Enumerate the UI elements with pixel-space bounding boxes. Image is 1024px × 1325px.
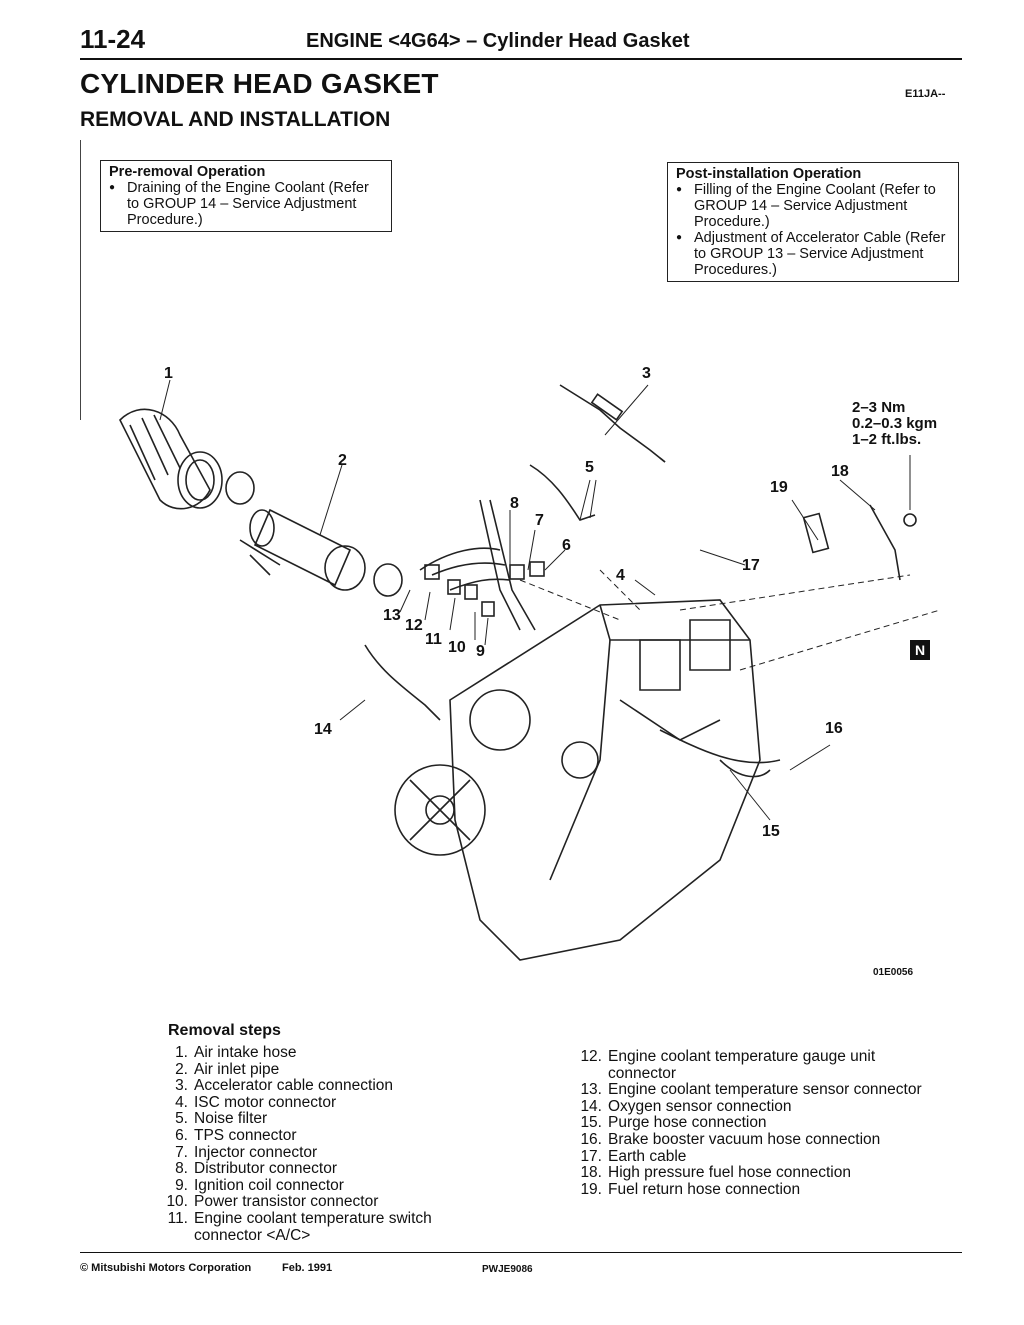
- callout-13: 13: [383, 607, 401, 624]
- accelerator-cable-drawing: [559, 384, 666, 463]
- list-item: 1.Air intake hose: [175, 1044, 297, 1061]
- list-item: 17.Earth cable: [580, 1147, 687, 1165]
- callout-2: 2: [338, 452, 347, 469]
- callout-1: 1: [164, 365, 173, 382]
- page-number: 11-24: [80, 24, 146, 54]
- list-item: 6.TPS connector: [175, 1126, 297, 1144]
- footer-date: Feb. 1991: [282, 1262, 333, 1274]
- callout-3: 3: [642, 365, 651, 382]
- callout-19: 19: [770, 479, 788, 496]
- figure-code: 01E0056: [873, 967, 914, 978]
- wiring-harness-drawing: [419, 499, 545, 631]
- callout-14: 14: [314, 721, 332, 738]
- list-item: 19.Fuel return hose connection: [580, 1180, 801, 1198]
- hose-clamp-drawing: [373, 563, 403, 597]
- removal-steps-right: 12.Engine coolant temperature gauge unit…: [578, 1048, 938, 1198]
- post-installation-item: Adjustment of Accelerator Cable (Refer t…: [676, 230, 950, 278]
- callout-16: 16: [825, 720, 843, 737]
- callout-5: 5: [585, 459, 594, 476]
- running-title: ENGINE <4G64> – Cylinder Head Gasket: [306, 30, 690, 52]
- pre-removal-heading: Pre-removal Operation: [109, 164, 266, 180]
- footer-copyright: © Mitsubishi Motors Corporation: [80, 1262, 252, 1274]
- post-installation-item: Filling of the Engine Coolant (Refer to …: [676, 182, 950, 230]
- callout-4: 4: [616, 567, 625, 584]
- callout-7: 7: [535, 512, 544, 529]
- list-item: 13.Engine coolant temperature sensor con…: [580, 1081, 922, 1099]
- callout-12: 12: [405, 617, 423, 634]
- list-item: 5.Noise filter: [175, 1110, 268, 1128]
- purge-hose-drawing: [659, 729, 781, 764]
- pre-removal-item: Draining of the Engine Coolant (Refer to…: [109, 180, 383, 228]
- engine-exploded-diagram: N 1 2 3 4 5 6 7 8 9 10 11 12 13 14 15 16…: [119, 365, 941, 961]
- list-item: 3.Accelerator cable connection: [175, 1077, 394, 1095]
- footer-code: PWJE9086: [482, 1264, 533, 1275]
- n-mark-box: [910, 640, 930, 660]
- callout-9: 9: [476, 643, 485, 660]
- section-code: E11JA--: [905, 88, 946, 100]
- torque-kgm: 0.2–0.3 kgm: [852, 415, 938, 432]
- fuel-hose-drawing: [869, 504, 901, 581]
- air-inlet-pipe-drawing: [239, 508, 366, 591]
- section-title: REMOVAL AND INSTALLATION: [80, 108, 391, 131]
- post-installation-heading: Post-installation Operation: [676, 166, 862, 182]
- margin-rule: [80, 140, 81, 420]
- engine-block-drawing: [394, 599, 761, 961]
- list-item: 9.Ignition coil connector: [175, 1176, 344, 1194]
- footer-rule: [80, 1252, 962, 1253]
- vacuum-hose-drawing: [719, 759, 771, 778]
- fuel-return-hose-drawing: [802, 512, 830, 554]
- torque-spec: 2–3 Nm 0.2–0.3 kgm 1–2 ft.lbs.: [852, 400, 937, 448]
- callout-8: 8: [510, 495, 519, 512]
- callout-18: 18: [831, 463, 849, 480]
- list-item: 8.Distributor connector: [175, 1160, 338, 1178]
- page-title: CYLINDER HEAD GASKET: [80, 68, 439, 99]
- list-item: 15.Purge hose connection: [580, 1114, 767, 1132]
- hose-clamp-drawing: [225, 471, 255, 505]
- torque-nm: 2–3 Nm: [852, 399, 906, 416]
- callout-11: 11: [425, 631, 442, 648]
- list-item: 7.Injector connector: [175, 1143, 318, 1161]
- callout-15: 15: [762, 823, 780, 840]
- removal-steps-left: 1.Air intake hose 2.Air inlet pipe 3.Acc…: [164, 1044, 484, 1244]
- list-item: 4.ISC motor connector: [175, 1093, 337, 1111]
- post-installation-box: Post-installation Operation Filling of t…: [667, 162, 959, 282]
- list-item: 14.Oxygen sensor connection: [580, 1097, 792, 1115]
- list-item: 11.Engine coolant temperature switch con…: [167, 1209, 432, 1244]
- n-mark: N: [915, 642, 925, 658]
- callout-10: 10: [448, 639, 466, 656]
- header-rule: [80, 58, 962, 60]
- torque-ftlbs: 1–2 ft.lbs.: [852, 431, 922, 448]
- pre-removal-box: Pre-removal Operation Draining of the En…: [100, 160, 392, 232]
- list-item: 16.Brake booster vacuum hose connection: [580, 1130, 881, 1148]
- list-item: 10.Power transistor connector: [166, 1193, 379, 1211]
- removal-steps-heading: Removal steps: [168, 1022, 281, 1039]
- list-item: 12.Engine coolant temperature gauge unit…: [580, 1048, 876, 1082]
- air-intake-hose-drawing: [119, 408, 223, 510]
- callout-6: 6: [562, 537, 571, 554]
- callout-17: 17: [742, 557, 760, 574]
- list-item: 2.Air inlet pipe: [175, 1060, 280, 1078]
- oxygen-sensor-drawing: [364, 644, 441, 721]
- list-item: 18.High pressure fuel hose connection: [580, 1164, 851, 1182]
